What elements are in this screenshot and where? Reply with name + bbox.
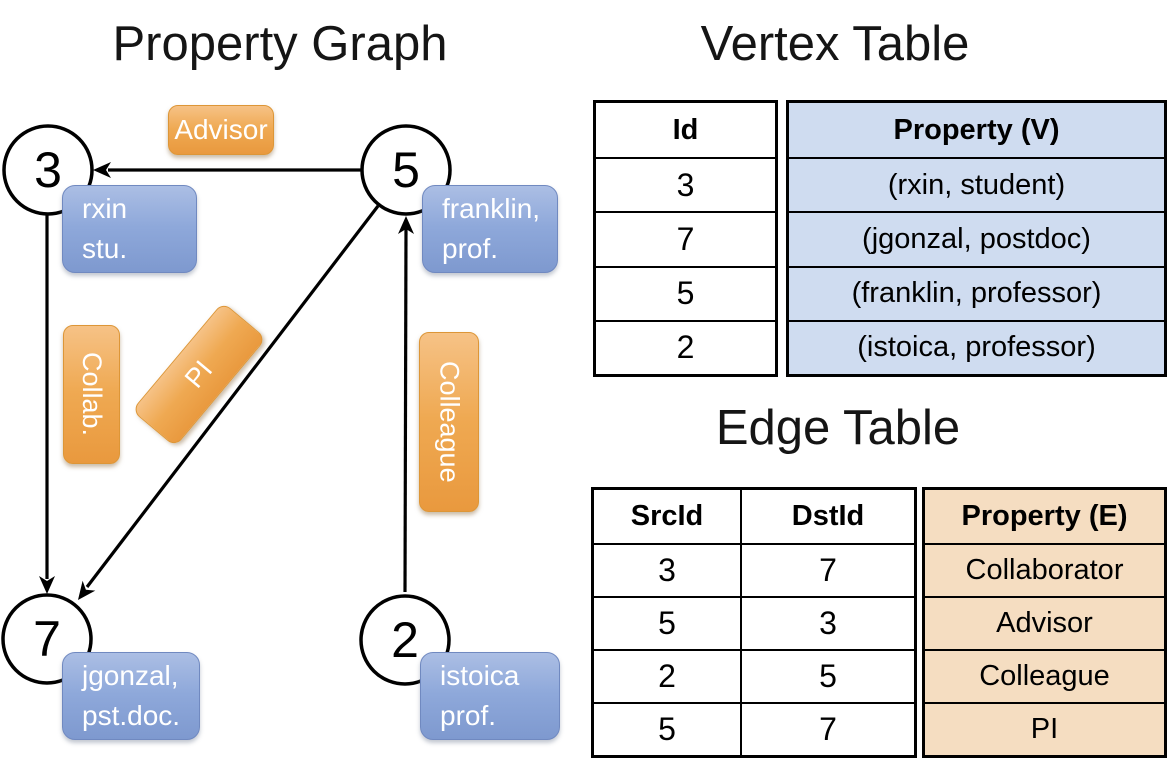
edge-table-cell: 2 xyxy=(594,649,742,702)
edge-table-cell: Colleague xyxy=(925,649,1164,702)
edge-table-cell: 3 xyxy=(742,596,914,649)
vertex-property-text: pst.doc. xyxy=(82,700,181,731)
vertex-table-cell: 7 xyxy=(596,211,775,265)
vertex-property-box-5: franklin, prof. xyxy=(422,185,558,273)
arrowhead-pi-icon xyxy=(78,580,96,600)
edge-label-advisor: Advisor xyxy=(168,105,274,155)
edge-table-cell: PI xyxy=(925,702,1164,755)
vertex-property-text: prof. xyxy=(440,700,497,731)
edge-table-cell: 5 xyxy=(594,702,742,755)
vertex-table-property-column: Property (V) (rxin, student) (jgonzal, p… xyxy=(786,100,1167,377)
vertex-table-header-id: Id xyxy=(672,113,699,146)
vertex-property-box-7: jgonzal, pst.doc. xyxy=(62,652,200,740)
edge-table-header-dstid: DstId xyxy=(791,500,865,532)
vertex-table-cell: (jgonzal, postdoc) xyxy=(789,211,1164,265)
vertex-property-text: prof. xyxy=(442,233,499,264)
edge-table-cell: Collaborator xyxy=(925,543,1164,596)
vertex-property-text: rxin xyxy=(82,193,128,224)
vertex-id-2: 2 xyxy=(391,612,419,668)
edge-label-collab: Collab. xyxy=(63,325,120,464)
vertex-id-5: 5 xyxy=(392,142,420,198)
vertex-property-text: jgonzal, xyxy=(82,660,179,691)
edge-table-cell: 7 xyxy=(742,543,914,596)
arrowhead-collab-icon xyxy=(39,576,55,594)
property-graph-title: Property Graph xyxy=(112,17,448,71)
vertex-id-7: 7 xyxy=(33,611,61,667)
vertex-id-3: 3 xyxy=(34,142,62,198)
edge-table-title: Edge Table xyxy=(715,401,961,455)
arrowhead-colleague-icon xyxy=(398,216,414,234)
edge-line-colleague xyxy=(403,227,408,593)
edge-table-cell: 5 xyxy=(594,596,742,649)
vertex-table-cell: 3 xyxy=(596,157,775,211)
edge-table-cell: 3 xyxy=(594,543,742,596)
vertex-table-header-property: Property (V) xyxy=(893,113,1060,146)
vertex-table-cell: (istoica, professor) xyxy=(789,319,1164,374)
edge-table-cell: Advisor xyxy=(925,596,1164,649)
vertex-property-text: stu. xyxy=(82,233,128,264)
vertex-table-cell: 2 xyxy=(596,319,775,374)
vertex-property-text: istoica xyxy=(440,660,520,691)
edge-table-cell: 5 xyxy=(742,649,914,702)
vertex-table-title: Vertex Table xyxy=(700,17,970,71)
vertex-table-cell: (rxin, student) xyxy=(789,157,1164,211)
edge-table-cell: 7 xyxy=(742,702,914,755)
vertex-property-box-3: rxin stu. xyxy=(62,185,197,273)
vertex-property-text: franklin, xyxy=(442,193,541,224)
edge-line-pi xyxy=(85,205,380,588)
edge-table-header-srcid: SrcId xyxy=(594,490,742,543)
arrowhead-advisor-icon xyxy=(93,162,111,178)
edge-table-id-columns: SrcId DstId 3 7 5 3 2 5 5 7 xyxy=(591,487,917,758)
vertex-table-cell: 5 xyxy=(596,265,775,320)
edge-table-property-column: Property (E) Collaborator Advisor Collea… xyxy=(922,487,1167,758)
vertex-table-cell: (franklin, professor) xyxy=(789,265,1164,320)
edge-table-header-property: Property (E) xyxy=(961,500,1128,532)
vertex-property-box-2: istoica prof. xyxy=(420,652,560,740)
edge-label-colleague: Colleague xyxy=(419,332,479,512)
vertex-table-id-column: Id 3 7 5 2 xyxy=(593,100,778,377)
